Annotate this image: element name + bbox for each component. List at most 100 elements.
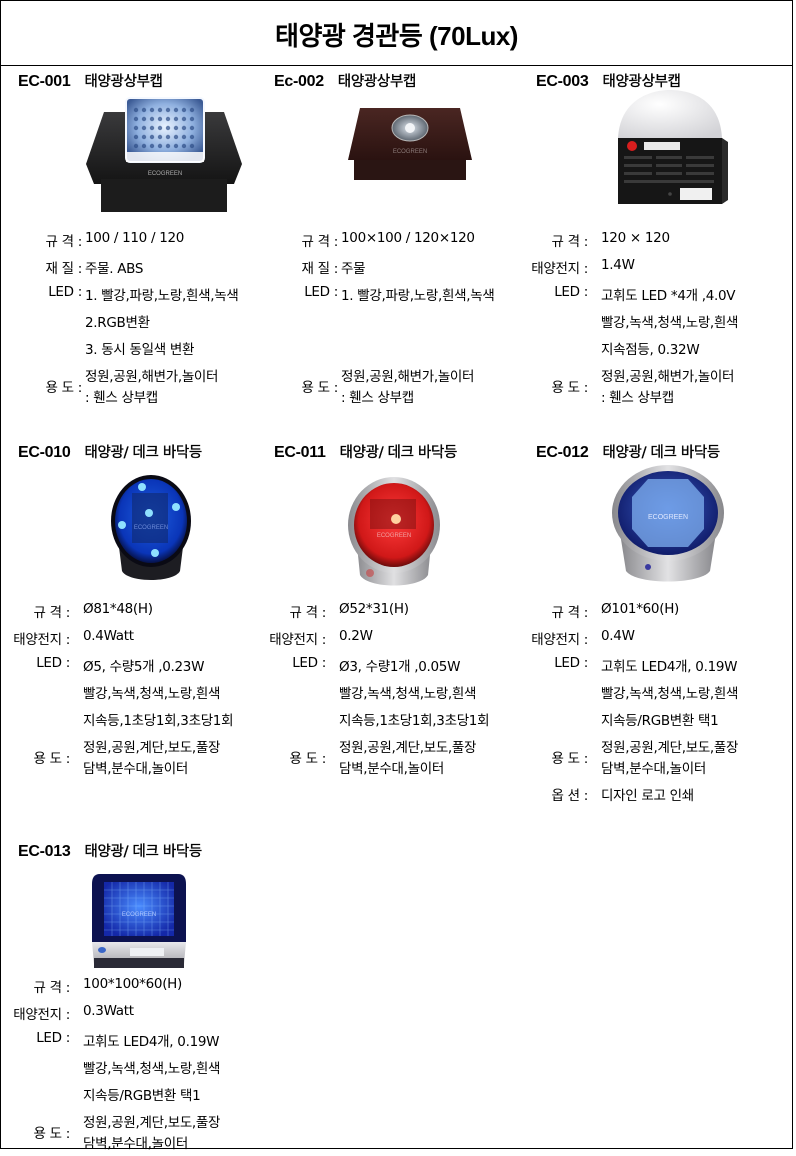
value-led-1: Ø3, 수량1개 ,0.05W xyxy=(339,659,461,675)
product-heading: EC-010 태양광/ 데크 바닥등 xyxy=(18,441,202,462)
label-led: LED : xyxy=(48,284,82,300)
value-size: 120 × 120 xyxy=(601,230,670,246)
value-size: Ø101*60(H) xyxy=(601,601,680,617)
spec-list: 규 격 :Ø101*60(H) 태양전지 :0.4W LED :고휘도 LED4… xyxy=(524,601,784,811)
label-usage: 용 도 : xyxy=(33,751,71,767)
svg-text:ECOGREEN: ECOGREEN xyxy=(122,912,156,918)
label-size: 규 격 : xyxy=(301,234,339,250)
value-led-1: 1. 빨강,파랑,노랑,흰색,녹색 xyxy=(85,288,239,304)
value-led-1: 1. 빨강,파랑,노랑,흰색,녹색 xyxy=(341,288,495,304)
product-name: 태양광/ 데크 바닥등 xyxy=(339,445,458,461)
value-led-1: 고휘도 LED4개, 0.19W xyxy=(83,1034,220,1050)
value-size: Ø81*48(H) xyxy=(83,601,153,617)
spec-list: 규 격 :100*100*60(H) 태양전지 :0.3Watt LED :고휘… xyxy=(6,976,276,1156)
label-solar: 태양전지 : xyxy=(13,1007,70,1023)
product-image-solar-post-cap-black: ECOGREEN xyxy=(86,94,242,216)
value-usage-1: 정원,공원,해변가,놀이터 xyxy=(601,369,735,385)
product-image-deck-light-blue-square: ECOGREEN xyxy=(90,870,188,970)
value-led-1: 고휘도 LED *4개 ,4.0V xyxy=(601,288,736,304)
product-image-deck-light-blue: ECOGREEN xyxy=(108,471,194,583)
product-image-solar-post-cap-dome xyxy=(610,88,728,210)
product-card-ec-002: Ec-002 태양광상부캡 ECOGREEN 규 격 :100×100 / 120… xyxy=(274,70,524,415)
value-led-3: 지속등,1초당1회,3초당1회 xyxy=(339,713,490,729)
product-name: 태양광/ 데크 바닥등 xyxy=(84,844,202,860)
value-led-1: 고휘도 LED4개, 0.19W xyxy=(601,659,738,675)
svg-text:ECOGREEN: ECOGREEN xyxy=(148,171,182,177)
label-material: 재 질 : xyxy=(301,261,339,277)
label-led: LED : xyxy=(36,655,70,671)
label-led: LED : xyxy=(554,655,588,671)
label-solar: 태양전지 : xyxy=(531,632,588,648)
product-heading: EC-012 태양광/ 데크 바닥등 xyxy=(536,441,720,462)
product-image-deck-light-red: ECOGREEN xyxy=(340,475,458,589)
spec-list: 규 격 : 120 × 120 태양전지 : 1.4W LED : 고휘도 LED *… xyxy=(524,230,784,420)
svg-text:ECOGREEN: ECOGREEN xyxy=(648,514,688,521)
label-led: LED : xyxy=(304,284,338,300)
value-size: 100 / 110 / 120 xyxy=(85,230,185,246)
value-usage-2: 담벽,분수대,놀이터 xyxy=(339,761,444,777)
product-image-solar-post-cap-bronze: ECOGREEN xyxy=(346,102,474,187)
value-usage-2: 담벽,분수대,놀이터 xyxy=(601,761,706,777)
product-heading: EC-011 태양광/ 데크 바닥등 xyxy=(274,441,458,462)
product-code: EC-011 xyxy=(274,444,326,461)
product-card-ec-010: EC-010 태양광/ 데크 바닥등 ECOGREEN 규 격 : Ø81*48(H… xyxy=(13,441,268,786)
label-usage: 용 도 : xyxy=(551,380,589,396)
value-usage-1: 정원,공원,해변가,놀이터 xyxy=(85,369,219,385)
title-bar: 태양광 경관등 (70Lux) xyxy=(0,0,793,66)
value-usage-1: 정원,공원,계단,보도,풀장 xyxy=(601,740,739,756)
product-heading: EC-013 태양광/ 데크 바닥등 xyxy=(18,840,202,861)
product-name: 태양광상부캡 xyxy=(337,74,417,90)
product-name: 태양광상부캡 xyxy=(84,74,163,90)
value-size: 100*100*60(H) xyxy=(83,976,182,992)
value-solar: 0.4W xyxy=(601,628,635,644)
label-usage: 용 도 : xyxy=(551,751,589,767)
page-title: 태양광 경관등 (70Lux) xyxy=(275,21,518,51)
label-usage: 용 도 : xyxy=(301,380,339,396)
value-led-3: 지속등,1초당1회,3초당1회 xyxy=(83,713,234,729)
value-led-1: Ø5, 수량5개 ,0.23W xyxy=(83,659,205,675)
spec-list: 규 격 : Ø81*48(H) 태양전지 : 0.4Watt LED : Ø5, 수량… xyxy=(6,601,266,791)
value-solar: 1.4W xyxy=(601,257,635,273)
spec-list: 규 격 :Ø52*31(H) 태양전지 :0.2W LED :Ø3, 수량1개 … xyxy=(262,601,522,791)
product-code: EC-010 xyxy=(18,444,71,461)
value-led-2: 빨강,녹색,청색,노랑,흰색 xyxy=(83,686,221,702)
value-usage-2: : 휀스 상부캡 xyxy=(341,390,414,406)
value-solar: 0.3Watt xyxy=(83,1003,134,1019)
value-size: 100×100 / 120×120 xyxy=(341,230,475,246)
value-usage-1: 정원,공원,계단,보도,풀장 xyxy=(83,1115,221,1131)
product-code: EC-012 xyxy=(536,444,589,461)
product-name: 태양광/ 데크 바닥등 xyxy=(84,445,202,461)
label-led: LED : xyxy=(292,655,326,671)
label-option: 옵 션 : xyxy=(551,788,589,804)
value-size: Ø52*31(H) xyxy=(339,601,409,617)
label-led: LED : xyxy=(554,284,588,300)
label-usage: 용 도 : xyxy=(33,1126,71,1142)
label-solar: 태양전지 : xyxy=(269,632,326,648)
value-option: 디자인 로고 인쇄 xyxy=(601,788,694,804)
value-led-3: 3. 동시 동일색 변환 xyxy=(85,342,195,358)
value-led-3: 지속점등, 0.32W xyxy=(601,342,700,358)
product-code: EC-003 xyxy=(536,73,589,90)
product-code: EC-013 xyxy=(18,843,71,860)
value-solar: 0.4Watt xyxy=(83,628,134,644)
product-code: Ec-002 xyxy=(274,73,324,90)
label-size: 규 격 : xyxy=(551,234,589,250)
product-image-deck-light-blue-steel: ECOGREEN xyxy=(608,463,728,585)
product-name: 태양광/ 데크 바닥등 xyxy=(602,445,720,461)
value-material: 주물. ABS xyxy=(85,261,144,277)
spec-list: 규 격 :100 / 110 / 120 재 질 :주물. ABS LED :1… xyxy=(18,230,268,420)
value-led-2: 빨강,녹색,청색,노랑,흰색 xyxy=(339,686,477,702)
label-size: 규 격 : xyxy=(33,605,71,621)
value-led-2: 빨강,녹색,청색,노랑,흰색 xyxy=(601,315,739,331)
value-usage-2: : 휀스 상부캡 xyxy=(601,390,674,406)
value-usage-2: 담벽,분수대,놀이터 xyxy=(83,1136,188,1152)
value-led-2: 2.RGB변환 xyxy=(85,315,150,331)
label-solar: 태양전지 : xyxy=(13,632,70,648)
label-solar: 태양전지 : xyxy=(531,261,588,277)
value-led-2: 빨강,녹색,청색,노랑,흰색 xyxy=(601,686,739,702)
